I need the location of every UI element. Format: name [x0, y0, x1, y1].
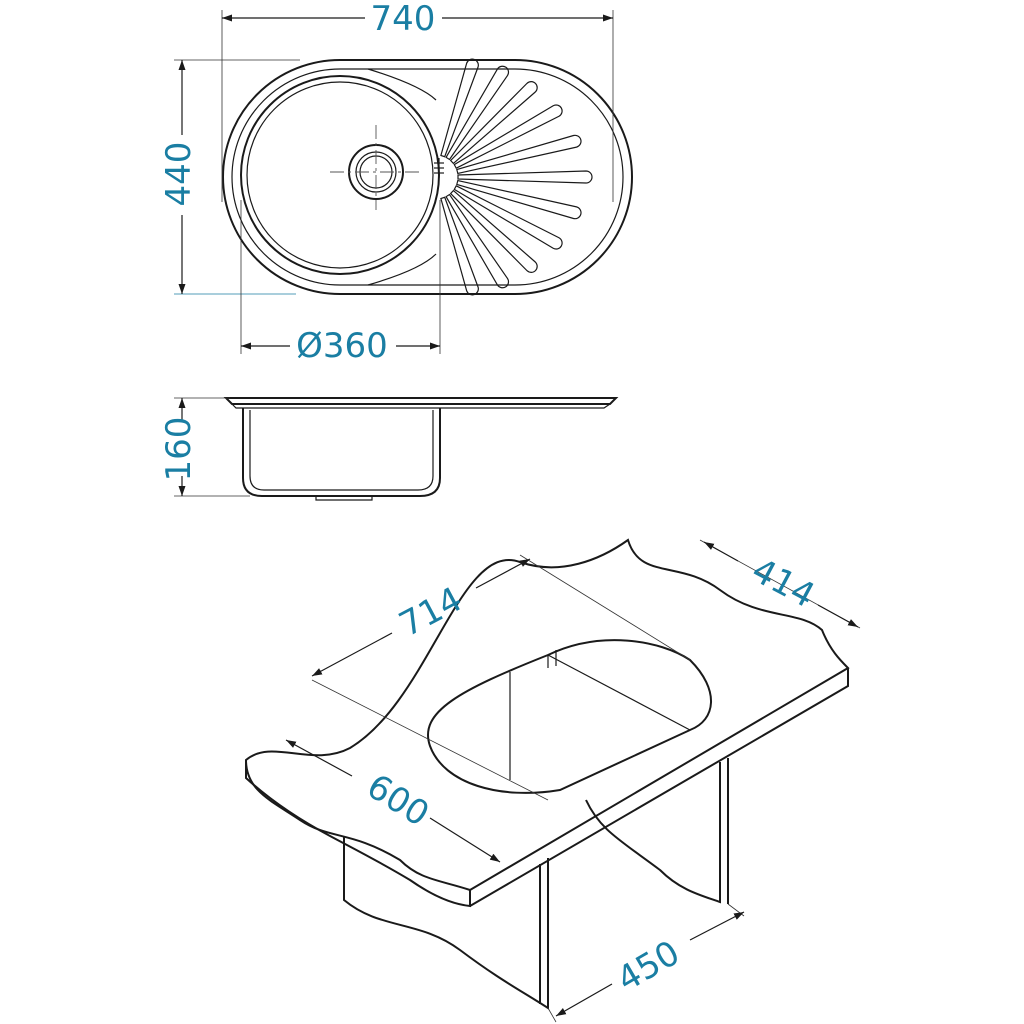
top-view: 740 440 Ø360 [159, 0, 633, 366]
side-view: 160 [159, 397, 619, 501]
bowl-inner [246, 81, 434, 269]
cutout-view: 714 414 600 450 [244, 538, 861, 1023]
drainboard-groove [453, 104, 563, 169]
drainboard-grooves [440, 58, 593, 296]
sink-cutout [427, 639, 712, 794]
drainboard-groove [440, 58, 479, 158]
bowl-transition [367, 68, 437, 286]
sink-outline-outer [222, 59, 633, 295]
drainboard-groove [456, 179, 582, 220]
cutout-length-label: 714 [393, 579, 469, 645]
cutout-depth-label: 414 [745, 550, 821, 616]
bowl-outer [240, 75, 440, 275]
worktop-depth-label: 600 [360, 767, 436, 835]
depth-dimension-label: 160 [159, 417, 199, 482]
height-dimension-label: 440 [159, 142, 199, 207]
sink-side-bowl [242, 408, 441, 497]
drainboard-groove [445, 65, 510, 161]
cabinet-panel-left [343, 836, 549, 1010]
worktop-top-face [244, 538, 850, 892]
drainboard-groove [456, 134, 582, 175]
drainboard-groove [453, 185, 563, 250]
drainboard-groove [440, 196, 479, 296]
width-dimension-label: 740 [371, 0, 436, 39]
sink-side-rim [223, 397, 619, 405]
drainboard-groove [445, 193, 510, 289]
drainboard-groove [449, 189, 538, 273]
sink-outline-inner [231, 68, 624, 286]
drainboard-groove [457, 170, 593, 184]
cabinet-panel-right [585, 762, 721, 904]
bowl-diameter-label: Ø360 [296, 326, 388, 366]
overflow-icon [434, 158, 444, 178]
drainboard-groove [449, 81, 538, 165]
cabinet-width-label: 450 [610, 933, 686, 1000]
